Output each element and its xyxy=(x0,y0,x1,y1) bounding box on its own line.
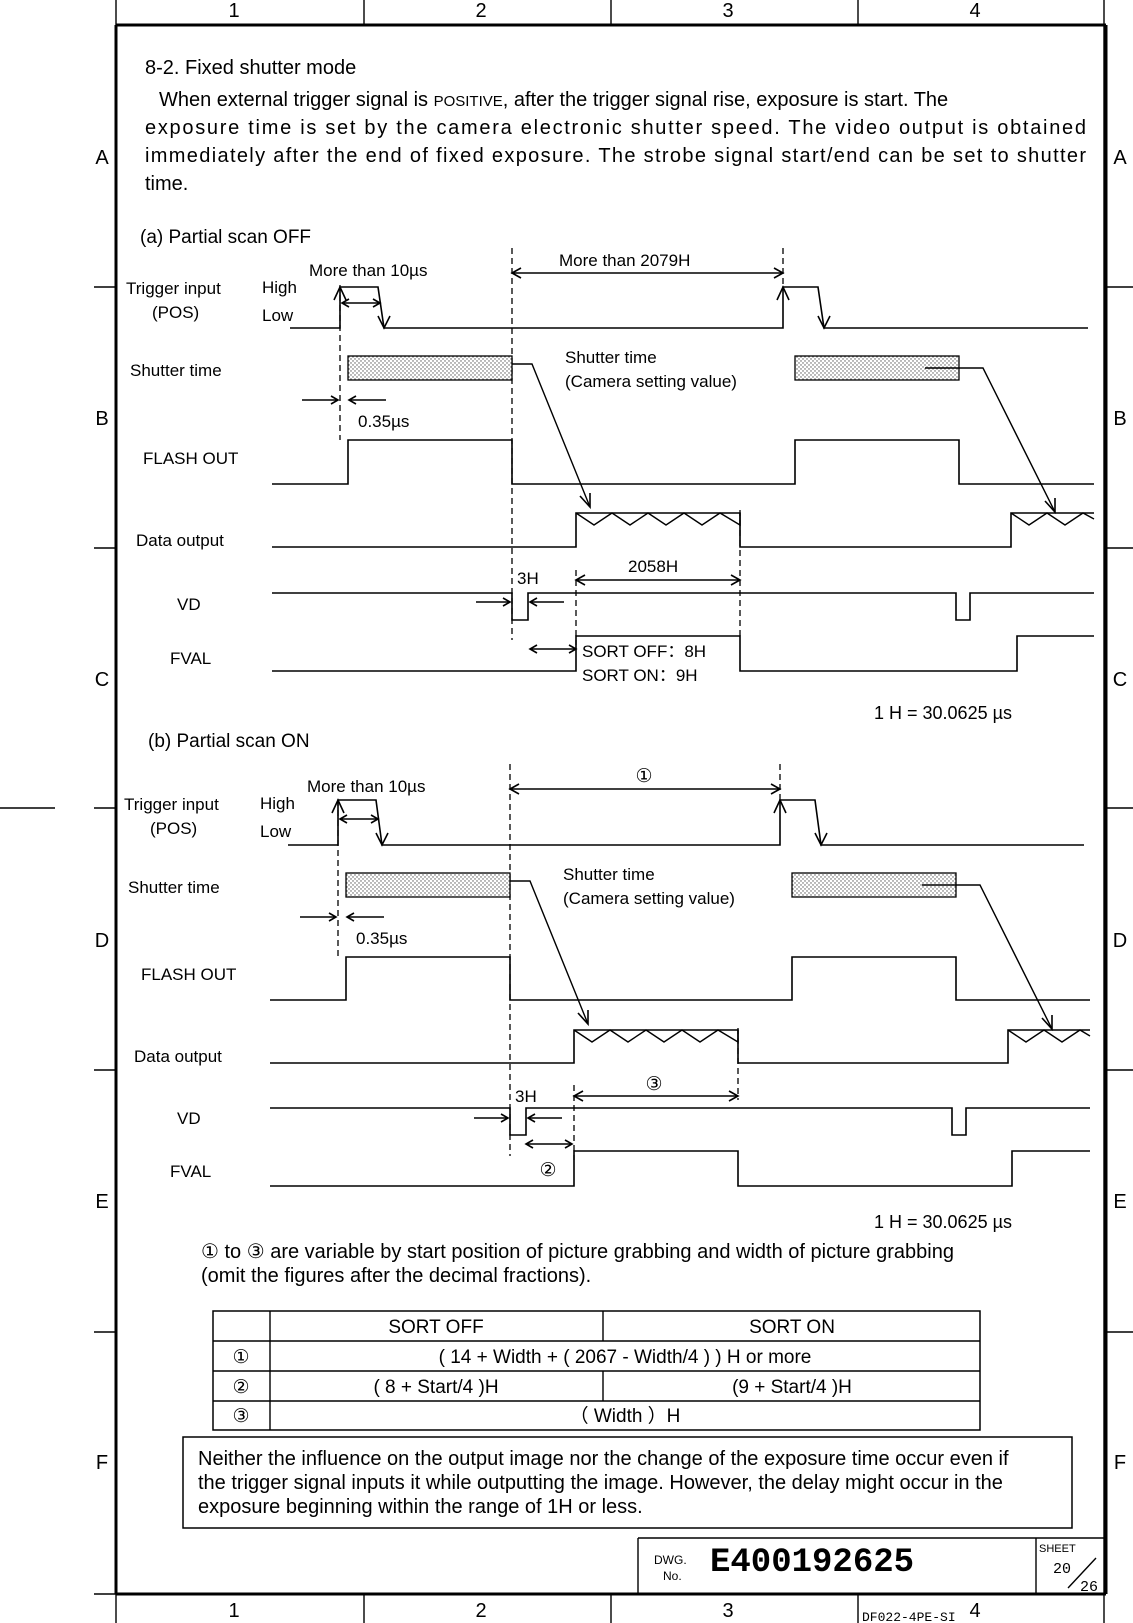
table-row-merged: （ Width ）H xyxy=(570,1405,681,1427)
label-flash-out: FLASH OUT xyxy=(141,965,236,984)
label-data-output: Data output xyxy=(136,531,224,550)
table-row-key: ③ xyxy=(232,1406,249,1427)
row-label: C xyxy=(1113,669,1127,691)
row-label: D xyxy=(1113,930,1127,952)
table-row-key: ① xyxy=(232,1347,249,1368)
col-label: 4 xyxy=(969,1600,980,1622)
label-shutter-note-2: (Camera setting value) xyxy=(563,889,735,908)
col-label: 1 xyxy=(228,0,239,22)
dwg-label-no: No. xyxy=(663,1569,682,1583)
row-label: B xyxy=(95,408,108,430)
table-row-key: ② xyxy=(232,1377,249,1398)
label-more-than-10us: More than 10µs xyxy=(307,777,425,796)
col-label: 3 xyxy=(722,1600,733,1622)
sheet-label: SHEET xyxy=(1039,1543,1076,1555)
marker-2: ② xyxy=(539,1160,556,1181)
row-label: A xyxy=(1113,147,1127,169)
label-data-output: Data output xyxy=(134,1047,222,1066)
col-label: 3 xyxy=(722,0,733,22)
table-cell-sort-on: (9 + Start/4 )H xyxy=(732,1377,852,1398)
label-sort-on: SORT ON：9H xyxy=(582,666,698,685)
label-delay-035: 0.35µs xyxy=(356,929,407,948)
label-high: High xyxy=(262,278,297,297)
col-label: 1 xyxy=(228,1600,239,1622)
sheet-total: 26 xyxy=(1080,1579,1098,1596)
label-shutter-note: Shutter time xyxy=(563,865,655,884)
col-label: 2 xyxy=(475,0,486,22)
label-delay-035: 0.35µs xyxy=(358,412,409,431)
marker-3: ③ xyxy=(645,1074,662,1095)
title-block: DWG. No. E400192625 SHEET 20 26 DF022-4P… xyxy=(637,1537,1106,1623)
marker-1: ① xyxy=(635,766,652,787)
timing-diagram-b: (b) Partial scan ON Trigger input (POS) … xyxy=(124,731,1091,1232)
intro-paragraph: When external trigger signal is POSITIVE… xyxy=(145,89,1086,195)
table-header-sort-on: SORT ON xyxy=(749,1317,835,1338)
notice-line-2: the trigger signal inputs it while outpu… xyxy=(198,1472,1003,1494)
row-label: E xyxy=(1113,1191,1126,1213)
label-shutter-time: Shutter time xyxy=(130,361,222,380)
label-high: High xyxy=(260,794,295,813)
label-2058h: 2058H xyxy=(628,557,678,576)
label-low: Low xyxy=(260,822,292,841)
label-flash-out: FLASH OUT xyxy=(143,449,238,468)
label-3h: 3H xyxy=(517,569,539,588)
label-shutter-note: Shutter time xyxy=(565,348,657,367)
label-fval: FVAL xyxy=(170,1162,211,1181)
notice-line-1: Neither the influence on the output imag… xyxy=(198,1448,1009,1470)
grid-labels: 1 2 3 4 1 2 3 4 A B C D E F A B C D E F xyxy=(95,0,1128,1622)
label-h-unit-b: 1 H = 30.0625 µs xyxy=(874,1212,1012,1232)
intro-line-1: When external trigger signal is POSITIVE… xyxy=(159,89,948,111)
label-more-than-10us: More than 10µs xyxy=(309,261,427,280)
dwg-label: DWG. xyxy=(654,1553,687,1567)
label-more-than-2079h: More than 2079H xyxy=(559,251,690,270)
variable-note-line-1: ① to ③ are variable by start position of… xyxy=(201,1241,954,1263)
drawing-number: E400192625 xyxy=(710,1544,914,1582)
section-title: 8-2. Fixed shutter mode xyxy=(145,57,356,79)
diagram-b-title: (b) Partial scan ON xyxy=(148,731,310,752)
label-vd: VD xyxy=(177,1109,201,1128)
notice-box: Neither the influence on the output imag… xyxy=(182,1436,1073,1529)
row-label: F xyxy=(96,1452,108,1474)
row-label: C xyxy=(95,669,109,691)
table-cell-sort-off: ( 8 + Start/4 )H xyxy=(373,1377,498,1398)
row-label: A xyxy=(95,147,109,169)
label-shutter-note-2: (Camera setting value) xyxy=(565,372,737,391)
col-label: 2 xyxy=(475,1600,486,1622)
label-trigger-input: Trigger input xyxy=(126,279,221,298)
label-3h: 3H xyxy=(515,1087,537,1106)
label-sort-off: SORT OFF：8H xyxy=(582,642,706,661)
label-trigger-pos: (POS) xyxy=(152,303,199,322)
row-label: F xyxy=(1114,1452,1126,1474)
label-trigger-input: Trigger input xyxy=(124,795,219,814)
timing-diagram-a: (a) Partial scan OFF Trigger input (POS)… xyxy=(126,227,1095,723)
notice-line-3: exposure beginning within the range of 1… xyxy=(198,1496,643,1518)
diagram-a-title: (a) Partial scan OFF xyxy=(140,227,311,248)
row-label: B xyxy=(1113,408,1126,430)
table-row-merged: ( 14 + Width + ( 2067 - Width/4 ) ) H or… xyxy=(439,1347,812,1368)
label-low: Low xyxy=(262,306,294,325)
label-h-unit-a: 1 H = 30.0625 µs xyxy=(874,703,1012,723)
variable-note-line-2: (omit the figures after the decimal frac… xyxy=(201,1265,591,1287)
intro-line-3: immediately after the end of fixed expos… xyxy=(145,145,1086,167)
col-label: 4 xyxy=(969,0,980,22)
form-code: DF022-4PE-SI xyxy=(862,1610,956,1623)
intro-line-4: time. xyxy=(145,173,188,195)
label-vd: VD xyxy=(177,595,201,614)
sheet-number: 20 xyxy=(1053,1561,1071,1578)
label-shutter-time: Shutter time xyxy=(128,878,220,897)
label-fval: FVAL xyxy=(170,649,211,668)
label-trigger-pos: (POS) xyxy=(150,819,197,838)
row-label: E xyxy=(95,1191,108,1213)
row-label: D xyxy=(95,930,109,952)
table-header-sort-off: SORT OFF xyxy=(388,1317,483,1338)
formula-table: SORT OFF SORT ON ① ( 14 + Width + ( 2067… xyxy=(212,1310,981,1431)
intro-line-2: exposure time is set by the camera elect… xyxy=(145,117,1086,139)
